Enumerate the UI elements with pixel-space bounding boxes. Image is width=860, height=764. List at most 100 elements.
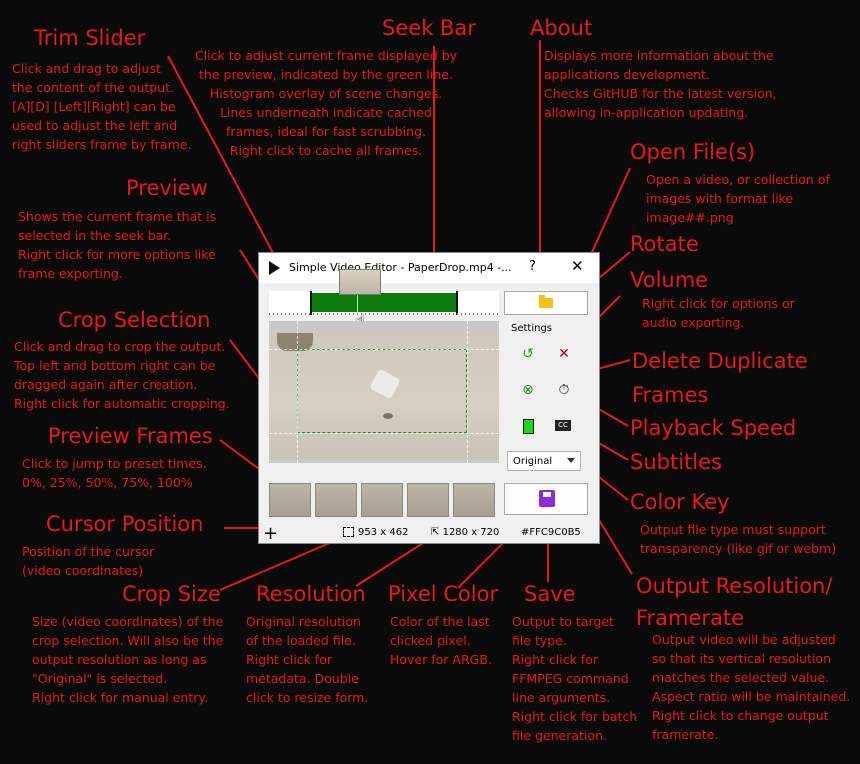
outres-title: Output Resolution/ Framerate — [636, 570, 832, 634]
desc-line: audio exporting. — [642, 315, 745, 330]
save-icon — [539, 490, 555, 507]
desc-line: Hover for ARGB. — [390, 652, 492, 667]
crop-title: Crop Selection — [58, 308, 211, 332]
trim-left-handle[interactable] — [310, 291, 312, 315]
desc-line: file type. — [512, 633, 567, 648]
frames-title: Preview Frames — [48, 424, 213, 448]
desc-line: Shows the current frame that is — [18, 209, 217, 224]
desc-line: clicked pixel. — [390, 633, 471, 648]
volume-button[interactable]: ✕ — [558, 346, 570, 362]
seek-desc: Click to adjust current frame displayed … — [186, 46, 466, 160]
color-key-button[interactable] — [519, 417, 537, 435]
outres-desc: Output video will be adjusted so that it… — [652, 630, 850, 744]
desc-line: Right click for batch — [512, 709, 638, 724]
crop-guide-right — [467, 321, 469, 463]
desc-line: selected in the seek bar. — [18, 228, 172, 243]
desc-line: Right click for options or — [642, 296, 795, 311]
desc-line: [A][D] [Left][Right] can be — [12, 99, 176, 114]
window-title: Simple Video Editor - PaperDrop.mp4 -... — [289, 261, 512, 274]
pixel-color-field[interactable]: #FFC9C0B5 — [521, 527, 581, 538]
subtitles-icon: CC — [555, 420, 571, 431]
desc-line: line arguments. — [512, 690, 611, 705]
chevron-down-icon — [567, 458, 575, 463]
desc-line: Displays more information about the — [544, 48, 774, 63]
preview-frame-25[interactable] — [315, 483, 357, 517]
delete-duplicates-button[interactable]: ⊗ — [522, 382, 534, 398]
colorkey-title: Color Key — [630, 490, 730, 514]
playhead — [357, 291, 358, 315]
desc-line: frames, ideal for fast scrubbing. — [226, 124, 426, 139]
preview-title: Preview — [126, 176, 208, 200]
preview-frame-100[interactable] — [453, 483, 495, 517]
save-desc: Output to target file type. Right click … — [512, 612, 637, 745]
trim-right-handle[interactable] — [456, 291, 458, 315]
settings-label: Settings — [511, 323, 553, 334]
crop-guide-bottom — [269, 433, 499, 435]
desc-line: Right click for more options like — [18, 247, 216, 262]
save-title: Save — [524, 582, 576, 606]
scene-mug — [277, 333, 313, 351]
playback-speed-button[interactable]: ⏱ — [558, 382, 570, 398]
crop-size-value: 953 x 462 — [358, 527, 409, 538]
desc-line: Top left and bottom right can be — [14, 358, 216, 373]
about-desc: Displays more information about the appl… — [544, 46, 777, 122]
cursor-title: Cursor Position — [46, 512, 204, 536]
desc-line: Color of the last — [390, 614, 490, 629]
desc-line: so that its vertical resolution — [652, 651, 831, 666]
close-button[interactable]: ✕ — [571, 257, 584, 275]
pixel-title: Pixel Color — [388, 582, 499, 606]
subtitles-button[interactable]: CC — [555, 417, 573, 435]
preview-area[interactable] — [269, 321, 499, 463]
desc-line: images with format like — [646, 191, 794, 206]
preview-frame — [269, 333, 499, 459]
desc-line: allowing in-application updating. — [544, 105, 749, 120]
title-line: Framerate — [636, 606, 745, 630]
folder-icon — [539, 295, 553, 308]
resolution-title: Resolution — [256, 582, 366, 606]
desc-line: the content of the output. — [12, 80, 175, 95]
rotate-button[interactable]: ↺ — [522, 346, 534, 362]
resolution-field[interactable]: ⇱ 1280 x 720 — [431, 527, 499, 538]
open-file-button[interactable] — [504, 291, 588, 315]
preview-frame-75[interactable] — [407, 483, 449, 517]
play-icon — [269, 261, 280, 275]
desc-line: Original resolution — [246, 614, 361, 629]
desc-line: Position of the cursor — [22, 544, 155, 559]
desc-line: of the loaded file. — [246, 633, 356, 648]
desc-line: Lines underneath indicate cached — [220, 105, 432, 120]
subtitles-title: Subtitles — [630, 450, 722, 474]
output-resolution-select[interactable]: Original — [507, 451, 581, 471]
crop-selection-box[interactable] — [297, 349, 467, 433]
desc-line: applications development. — [544, 67, 710, 82]
desc-line: right sliders frame by frame. — [12, 137, 192, 152]
desc-line: Right click to change output — [652, 708, 829, 723]
preview-frame-0[interactable] — [269, 483, 311, 517]
desc-line: click to resize form. — [246, 690, 369, 705]
frames-desc: Click to jump to preset times. 0%, 25%, … — [22, 454, 207, 492]
crop-size-field[interactable]: 953 x 462 — [343, 527, 408, 538]
desc-line: Right click for manual entry. — [32, 690, 208, 705]
app-window: Simple Video Editor - PaperDrop.mp4 -...… — [258, 252, 600, 544]
crop-icon — [343, 527, 354, 537]
open-title: Open File(s) — [630, 140, 756, 164]
about-button[interactable]: ? — [529, 259, 536, 274]
resize-icon: ⇱ — [431, 527, 440, 538]
resolution-value: 1280 x 720 — [442, 527, 500, 538]
save-button[interactable] — [504, 483, 588, 515]
desc-line: Click to adjust current frame displayed … — [194, 48, 458, 63]
duplicate-title: Delete Duplicate Frames — [632, 344, 808, 412]
preview-frame-50[interactable] — [361, 483, 403, 517]
output-resolution-value: Original — [513, 456, 553, 467]
desc-line: FFMPEG command — [512, 671, 629, 686]
volume-desc: Right click for options or audio exporti… — [642, 294, 795, 332]
scene-shadow — [383, 413, 393, 419]
seek-bar[interactable] — [269, 291, 499, 315]
desc-line: file generation. — [512, 728, 607, 743]
desc-line: 0%, 25%, 50%, 75%, 100% — [22, 475, 193, 490]
seek-thumbnail — [339, 269, 381, 295]
colorkey-desc: Output file type must support transparen… — [640, 520, 836, 558]
title-bar[interactable]: Simple Video Editor - PaperDrop.mp4 -...… — [259, 253, 599, 283]
desc-line: the preview, indicated by the green line… — [199, 67, 453, 82]
pixel-desc: Color of the last clicked pixel. Hover f… — [390, 612, 492, 669]
desc-line: image##.png — [646, 210, 734, 225]
